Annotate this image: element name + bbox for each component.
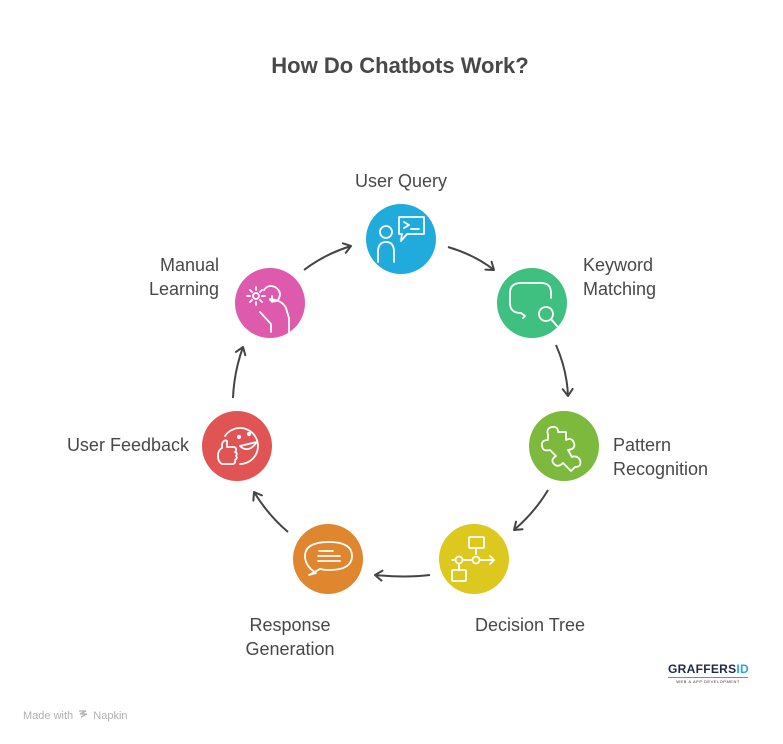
step-circle [529,411,599,481]
step-label-manual-learning: Manual Learning [100,253,219,301]
step-label-response-generation: Response Generation [230,613,350,661]
step-label-user-feedback: User Feedback [40,433,189,457]
arrow-keyword-matching-to-pattern-recognition [555,344,574,397]
step-label-pattern-recognition: Pattern Recognition [613,433,708,481]
step-circle [497,268,567,338]
label-line: Keyword [583,255,654,275]
arrow-manual-learning-to-user-query [303,242,352,271]
label-line: Learning [148,279,219,299]
step-circle [235,268,305,338]
step-label-keyword-matching: Keyword Matching [583,253,656,301]
made-with-napkin[interactable]: Made with Napkin [23,709,128,722]
smiley-thumbs-up-icon [217,427,259,465]
arrow-decision-tree-to-response-generation [374,569,431,582]
arrow-user-feedback-to-manual-learning [232,346,247,399]
step-circle [293,524,363,594]
step-pattern-recognition [529,411,599,481]
label-line: Decision Tree [475,615,586,635]
label-line: User Feedback [66,435,189,455]
step-decision-tree [439,524,509,594]
step-user-feedback [202,411,272,481]
label-line: Generation [245,639,335,659]
graffersid-logo: GRAFFERSID WEB & APP DEVELOPMENT [668,662,750,684]
brand-name-prefix: GRAFFERS [668,662,737,676]
diagram-title: How Do Chatbots Work? [271,53,529,78]
brand-name-accent: ID [736,662,750,676]
chat-search-icon [509,282,558,327]
step-user-query [366,204,436,274]
arrow-user-query-to-keyword-matching [447,246,495,271]
puzzle-icon [540,425,582,472]
label-line: User Query [354,171,448,191]
step-circle [202,411,272,481]
flowchart-icon [451,536,495,582]
step-manual-learning [235,268,305,338]
label-line: Recognition [613,459,709,479]
step-circle [439,524,509,594]
napkin-text: Napkin [93,710,128,722]
brand-name: GRAFFERSID [668,662,750,676]
label-line: Matching [583,279,657,299]
step-label-user-query: User Query [341,169,461,193]
brand-tagline: WEB & APP DEVELOPMENT [668,677,748,684]
step-label-decision-tree: Decision Tree [475,613,585,637]
made-with-text: Made with [23,710,74,722]
step-response-generation [293,524,363,594]
arrow-response-generation-to-user-feedback [252,491,289,533]
arrow-pattern-recognition-to-decision-tree [513,489,549,531]
user-chat-icon [377,216,425,263]
label-line: Manual [159,255,219,275]
speech-bubble-icon [304,541,353,576]
step-keyword-matching [497,268,567,338]
label-line: Response [249,615,331,635]
hand-gear-icon [246,285,290,333]
label-line: Pattern [613,435,672,455]
napkin-logo-icon [78,709,88,722]
